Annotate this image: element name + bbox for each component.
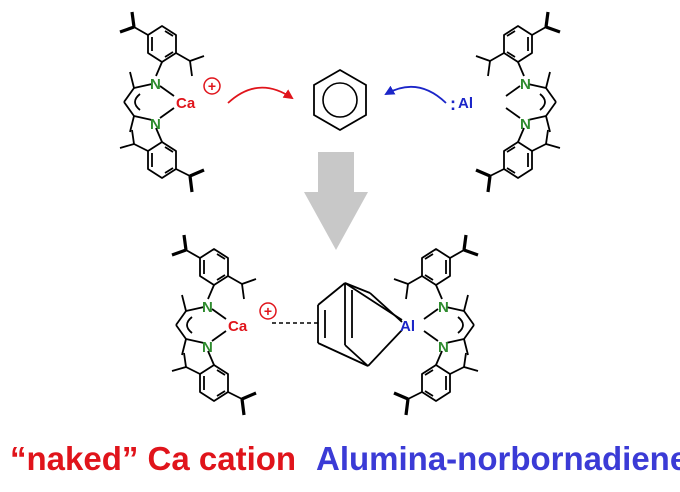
nitrogen-atom-top: N (438, 299, 449, 316)
alumina-norbornadiene-cage (317, 282, 403, 367)
caption-naked-ca-cation: “naked” Ca cation (10, 440, 297, 477)
ca-complex-bottom: N N Ca + (170, 233, 277, 417)
al-complex-bottom: N N Al (392, 233, 480, 417)
calcium-atom: Ca (228, 318, 248, 335)
aluminum-atom: Al (400, 318, 415, 335)
aluminum-atom: Al (458, 95, 473, 112)
nitrogen-atom-bottom: N (438, 339, 449, 356)
cation-charge: + (259, 302, 277, 320)
caption-alumina-norbornadiene: Alumina-norbornadiene (316, 440, 680, 477)
nitrogen-atom-top: N (520, 76, 531, 93)
al-complex-top: N N : Al (450, 10, 562, 194)
svg-text:+: + (208, 78, 216, 94)
benzene (313, 68, 367, 132)
calcium-atom: Ca (176, 95, 196, 112)
blue-curved-arrow (384, 85, 447, 104)
ca-complex-top: N N Ca + (118, 10, 221, 194)
reaction-scheme: N N Ca + N N : Al N N Ca (118, 10, 562, 417)
cation-charge: + (203, 77, 221, 95)
nitrogen-atom-bottom: N (202, 339, 213, 356)
red-curved-arrow (227, 86, 294, 104)
svg-text:+: + (264, 303, 272, 319)
nitrogen-atom-bottom: N (150, 116, 161, 133)
nitrogen-atom-top: N (202, 299, 213, 316)
nitrogen-atom-top: N (150, 76, 161, 93)
lone-pair: : (450, 94, 456, 114)
reaction-arrow (304, 152, 368, 250)
nitrogen-atom-bottom: N (520, 116, 531, 133)
